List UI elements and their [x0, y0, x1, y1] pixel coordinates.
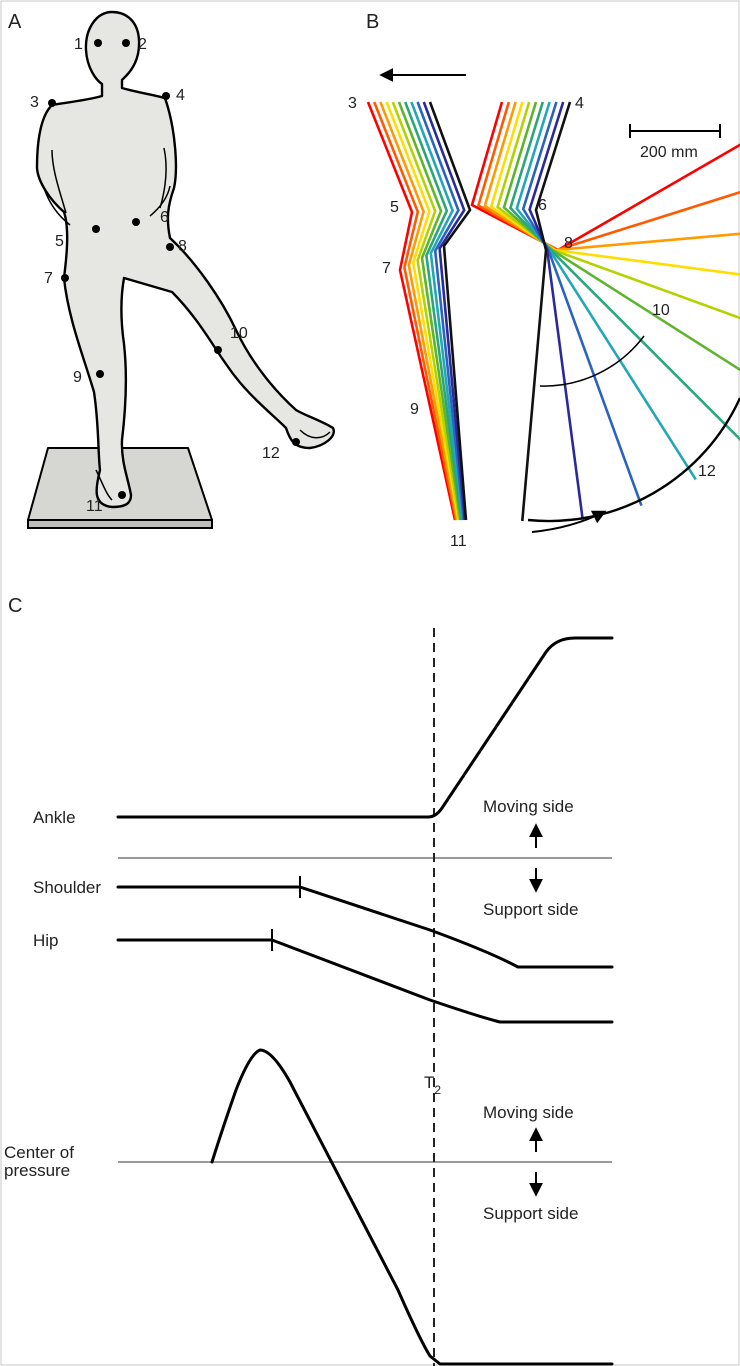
panel-b-letter: B [366, 11, 379, 33]
hip-angle-arc [540, 336, 644, 386]
marker-10-label: 10 [230, 325, 248, 342]
hip-label: Hip [33, 931, 59, 950]
b-marker-10-label: 10 [652, 302, 670, 319]
panel-c-letter: C [8, 595, 22, 617]
marker-9-dot [96, 370, 104, 378]
b-marker-9-label: 9 [410, 401, 419, 418]
marker-7-label: 7 [44, 270, 53, 287]
stick-figure-traces [368, 102, 740, 521]
marker-11-label: 11 [86, 498, 103, 515]
support-side-trace [411, 102, 462, 520]
b-marker-5-label: 5 [390, 199, 399, 216]
support-side-trace [374, 102, 456, 520]
lower-support-side-label: Support side [483, 1204, 578, 1223]
b-marker-6-label: 6 [538, 197, 547, 214]
panel-c: C Ankle Shoulder Hip Moving side Support… [4, 595, 612, 1366]
marker-4-label: 4 [176, 87, 185, 104]
upper-moving-side-label: Moving side [483, 797, 574, 816]
shoulder-label: Shoulder [33, 878, 101, 897]
panel-a-letter: A [8, 11, 22, 33]
cop-label-line2: pressure [4, 1161, 70, 1180]
ankle-trace [118, 638, 612, 817]
marker-1-dot [94, 39, 102, 47]
marker-3-dot [48, 99, 56, 107]
moving-side-trace [504, 102, 740, 396]
panel-a: A 1 2 3 4 5 [8, 11, 334, 528]
marker-6-dot [132, 218, 140, 226]
marker-12-dot [292, 438, 300, 446]
b-marker-4-label: 4 [575, 95, 584, 112]
marker-7-dot [61, 274, 69, 282]
marker-2-label: 2 [138, 36, 147, 53]
leg-sweep-arc [528, 398, 740, 521]
scale-bar [630, 124, 720, 138]
marker-11-dot [118, 491, 126, 499]
marker-8-label: 8 [178, 238, 187, 255]
marker-1-label: 1 [74, 36, 83, 53]
human-figure [37, 12, 334, 507]
t2-label-sub: 2 [434, 1083, 441, 1097]
b-marker-7-label: 7 [382, 260, 391, 277]
marker-3-label: 3 [30, 94, 39, 111]
b-marker-12-label: 12 [698, 463, 716, 480]
marker-9-label: 9 [73, 369, 82, 386]
scale-bar-label: 200 mm [640, 144, 698, 161]
ankle-label: Ankle [33, 808, 76, 827]
b-marker-3-label: 3 [348, 95, 357, 112]
t2-label: T2 [424, 1073, 441, 1097]
panel-b: B 200 mm 3 4 5 6 7 8 9 10 11 12 [348, 11, 740, 550]
hip-trace [118, 940, 612, 1022]
lower-moving-side-label: Moving side [483, 1103, 574, 1122]
t2-label-main: T [424, 1073, 434, 1092]
marker-5-label: 5 [55, 233, 64, 250]
b-marker-8-label: 8 [564, 235, 573, 252]
b-marker-11-label: 11 [450, 533, 467, 550]
marker-10-dot [214, 346, 222, 354]
marker-5-dot [92, 225, 100, 233]
shoulder-trace [118, 887, 612, 967]
marker-6-label: 6 [160, 209, 169, 226]
upper-support-side-label: Support side [483, 900, 578, 919]
marker-8-dot [166, 243, 174, 251]
marker-2-dot [122, 39, 130, 47]
marker-4-dot [162, 92, 170, 100]
marker-12-label: 12 [262, 445, 280, 462]
cop-label-line1: Center of [4, 1143, 74, 1162]
